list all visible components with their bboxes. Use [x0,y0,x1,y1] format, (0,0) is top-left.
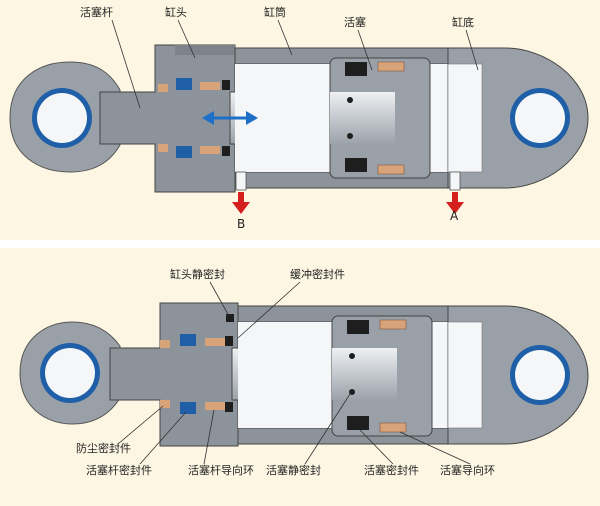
panel-divider [0,240,600,248]
cylinder-head-2 [109,302,239,447]
port-a-label: A [450,209,459,223]
label-cylinder-bottom: 缸底 [452,15,474,29]
head-seals-2 [160,314,234,414]
head-seals [158,78,230,158]
label-cushion-seal: 缓冲密封件 [290,267,345,281]
cylinder-diagram-bottom: 缸头静密封 缓冲密封件 防尘密封件 活塞杆密封件 活塞杆导向环 活塞静密封 活塞… [0,248,600,506]
label-piston-seal: 活塞密封件 [364,463,419,477]
cylinder-bottom-2 [447,305,589,445]
port-b [232,171,250,214]
piston [329,57,431,179]
piston-2 [331,315,433,437]
label-rod-seal: 活塞杆密封件 [86,463,152,477]
rod-eye [9,61,121,173]
label-cylinder-head: 缸头 [165,5,187,19]
label-rod-guide-ring: 活塞杆导向环 [188,463,254,477]
rod-eye-2 [19,321,121,425]
label-piston-rod: 活塞杆 [80,5,113,19]
cylinder-bottom [447,47,589,189]
cylinder-bottom-svg: 缸头静密封 缓冲密封件 防尘密封件 活塞杆密封件 活塞杆导向环 活塞静密封 活塞… [19,267,589,477]
port-a [446,171,464,214]
label-head-static-seal: 缸头静密封 [170,267,225,281]
label-piston-static-seal: 活塞静密封 [266,463,321,477]
label-piston-guide-ring: 活塞导向环 [440,463,495,477]
label-piston: 活塞 [344,15,366,29]
cylinder-top-svg: B A 活塞杆 缸头 缸筒 活塞 缸底 [9,5,589,231]
port-b-label: B [237,217,245,231]
motion-arrow [202,111,258,125]
label-dust-seal: 防尘密封件 [76,441,131,455]
cylinder-diagram-top: B A 活塞杆 缸头 缸筒 活塞 缸底 [0,0,600,240]
label-cylinder-barrel: 缸筒 [264,5,286,19]
